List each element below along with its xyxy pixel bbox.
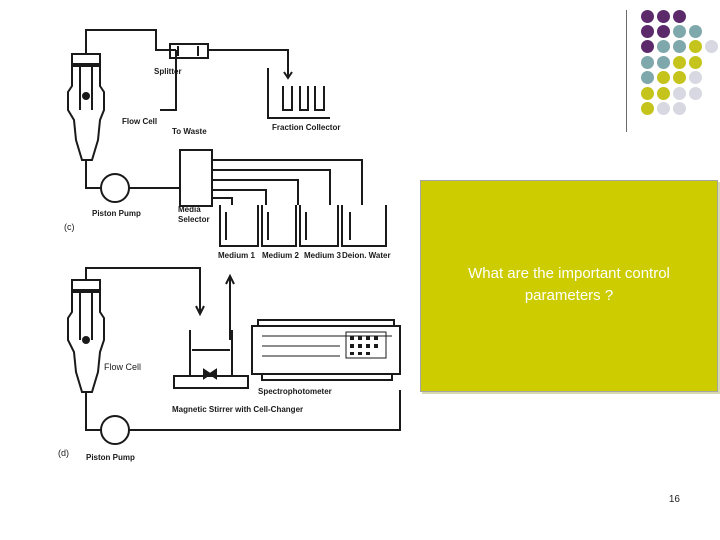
label-flow-cell-d: Flow Cell — [104, 362, 141, 372]
label-fraction-collector: Fraction Collector — [272, 123, 340, 132]
label-magnetic-stirrer: Magnetic Stirrer with Cell-Changer — [172, 405, 303, 414]
magnetic-stirrer-base — [173, 375, 249, 389]
callout-line-1: What are the important control — [468, 265, 670, 282]
dot-olive — [657, 87, 670, 100]
piston-pump-c — [100, 173, 130, 203]
label-piston-pump-c: Piston Pump — [92, 209, 141, 218]
dot-olive — [689, 56, 702, 69]
dot-purple — [641, 10, 654, 23]
label-panel-c: (c) — [64, 222, 75, 232]
dot-teal — [657, 40, 670, 53]
label-piston-pump-d: Piston Pump — [86, 453, 135, 462]
dot-olive — [641, 102, 654, 115]
flow-cell-c-body — [67, 63, 105, 161]
dot-olive — [657, 71, 670, 84]
dot-light — [689, 87, 702, 100]
dot-purple — [657, 25, 670, 38]
label-deion-water: Deion. Water — [342, 251, 391, 260]
dot-teal — [673, 40, 686, 53]
label-flow-cell-c: Flow Cell — [122, 117, 157, 126]
dot-teal — [689, 25, 702, 38]
spectrophotometer-box — [251, 325, 401, 375]
label-panel-d: (d) — [58, 448, 69, 458]
question-callout: What are the important control parameter… — [420, 180, 718, 392]
label-medium-3: Medium 3 — [304, 251, 341, 260]
piston-pump-d — [100, 415, 130, 445]
dot-light — [673, 102, 686, 115]
label-media-selector-1: Media — [178, 205, 201, 214]
callout-line-2: parameters ? — [524, 287, 614, 304]
divider-line — [626, 10, 627, 132]
label-medium-1: Medium 1 — [218, 251, 255, 260]
label-medium-2: Medium 2 — [262, 251, 299, 260]
page-number: 16 — [668, 494, 680, 505]
label-spectrophotometer: Spectrophotometer — [258, 387, 332, 396]
dot-olive — [673, 71, 686, 84]
dot-purple — [657, 10, 670, 23]
callout-text: What are the important control parameter… — [421, 263, 717, 307]
dot-light — [657, 102, 670, 115]
label-media-selector-2: Selector — [178, 215, 210, 224]
stirred-beaker — [189, 330, 233, 377]
dot-purple — [673, 10, 686, 23]
dot-teal — [673, 25, 686, 38]
dot-olive — [689, 40, 702, 53]
flow-cell-d-body — [67, 289, 105, 393]
dot-purple — [641, 25, 654, 38]
dot-light — [689, 71, 702, 84]
dot-light — [673, 87, 686, 100]
dot-olive — [641, 87, 654, 100]
label-to-waste: To Waste — [172, 127, 207, 136]
media-selector-box — [179, 149, 213, 207]
dot-teal — [641, 71, 654, 84]
decorative-dot-grid — [0, 0, 720, 130]
dot-teal — [657, 56, 670, 69]
label-splitter: Splitter — [154, 67, 182, 76]
dot-purple — [641, 40, 654, 53]
dot-light — [705, 40, 718, 53]
dot-teal — [641, 56, 654, 69]
dot-olive — [673, 56, 686, 69]
